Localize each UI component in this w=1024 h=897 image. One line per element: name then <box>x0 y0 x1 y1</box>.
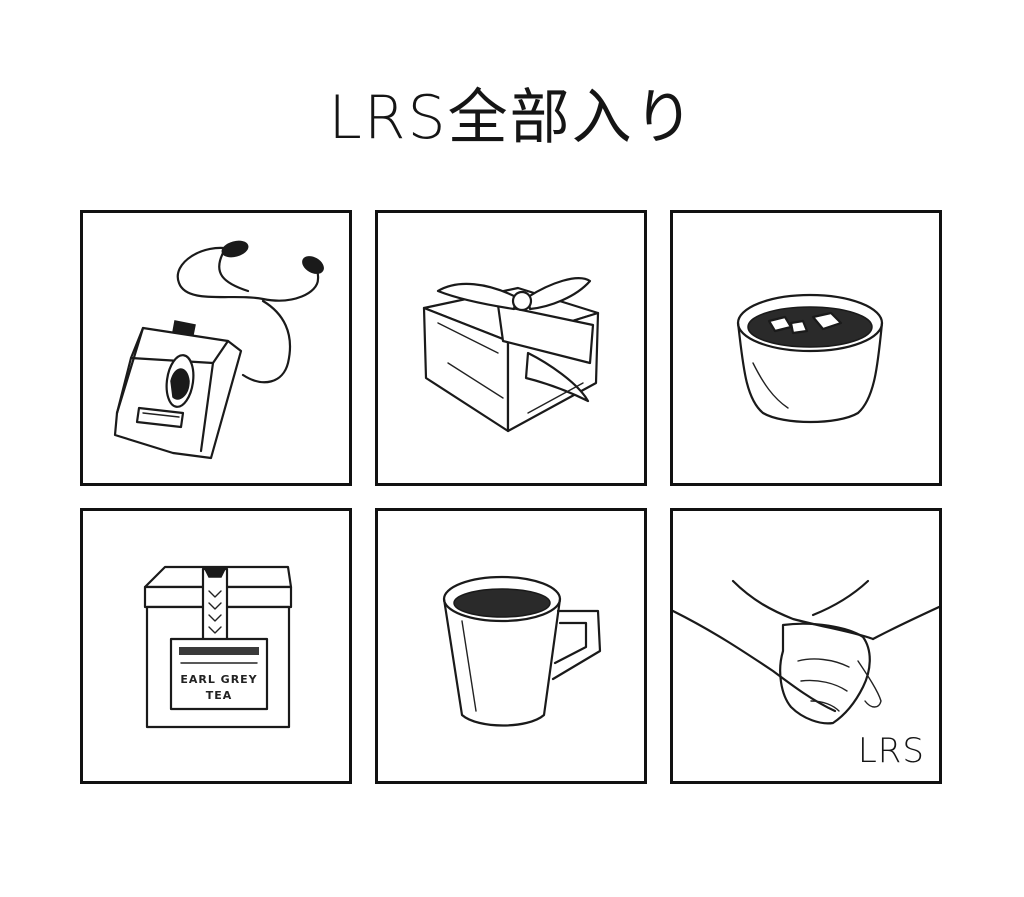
belt-clip <box>172 320 196 336</box>
clasped-hands <box>779 622 871 725</box>
arm-right <box>871 605 939 641</box>
panel-coffee-mug <box>375 508 647 784</box>
panel-tea-tin: EARL GREY TEA <box>80 508 352 784</box>
earbud-left <box>221 240 249 258</box>
cloth-band <box>496 303 595 365</box>
knot-ear-right <box>526 277 592 311</box>
artist-signature: LRS <box>857 731 925 771</box>
tea-tin-illustration: EARL GREY TEA <box>143 565 293 729</box>
panel-cassette-player <box>80 210 352 486</box>
wrapped-box-illustration <box>422 277 600 433</box>
panel-iced-drink <box>670 210 942 486</box>
tea-label-line2: TEA <box>206 689 233 702</box>
tin-strip <box>201 567 229 649</box>
arm-left <box>673 609 837 713</box>
panel-wrapped-box <box>375 210 647 486</box>
knot-center <box>511 290 533 312</box>
ice-cube-1 <box>811 311 843 331</box>
drink-surface <box>747 306 873 348</box>
holding-hands-illustration <box>673 579 939 725</box>
coffee-mug-illustration <box>442 575 602 727</box>
coffee-surface <box>453 588 551 618</box>
player-display <box>135 406 185 429</box>
cup-body <box>736 321 884 424</box>
earbud-right <box>302 256 324 274</box>
mug-handle <box>551 609 602 681</box>
page-title: LRS全部入り <box>328 83 696 153</box>
tea-label-line1: EARL GREY <box>180 673 257 686</box>
cassette-player-illustration <box>113 240 324 460</box>
mug-body <box>442 597 562 727</box>
knot-ear-left <box>436 282 518 311</box>
ice-cube-3 <box>789 319 809 335</box>
panel-holding-hands: LRS <box>670 508 942 784</box>
iced-drink-illustration <box>736 293 884 424</box>
earphone-cord <box>176 246 320 302</box>
